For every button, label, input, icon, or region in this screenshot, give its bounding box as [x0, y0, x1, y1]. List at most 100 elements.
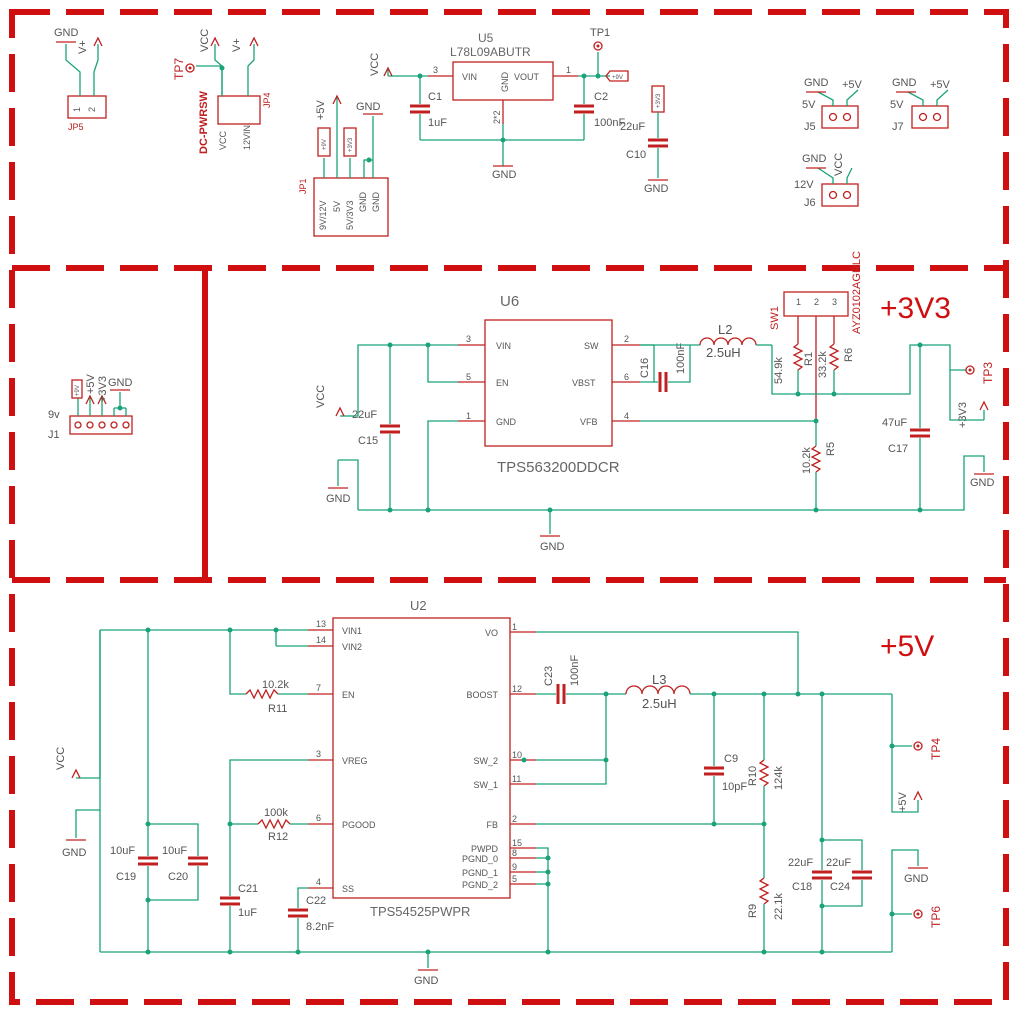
u2-pin-name: PGOOD — [342, 820, 376, 830]
svg-text:GND: GND — [62, 847, 87, 859]
svg-text:2: 2 — [87, 107, 97, 112]
svg-text:J5: J5 — [804, 121, 816, 133]
svg-text:8.2nF: 8.2nF — [306, 921, 334, 933]
svg-text:C18: C18 — [792, 881, 812, 893]
j1-connector: +9V +5V +3V3 GND 9v J1 — [48, 373, 133, 441]
svg-text:9v: 9v — [48, 409, 60, 421]
svg-text:1: 1 — [566, 65, 571, 75]
u6-buck-converter: U6 TPS563200DDCR VIN EN GND SW VBST VFB … — [458, 293, 640, 476]
svg-text:R6: R6 — [843, 348, 855, 362]
svg-text:100nF: 100nF — [569, 655, 581, 686]
tp1-ref: TP1 — [590, 27, 610, 39]
svg-text:2: 2 — [814, 297, 819, 307]
svg-text:VIN: VIN — [496, 341, 511, 351]
svg-text:VFB: VFB — [580, 417, 598, 427]
svg-text:GND: GND — [492, 169, 517, 181]
svg-text:+9V: +9V — [322, 139, 328, 150]
svg-text:VCC: VCC — [833, 153, 845, 176]
svg-text:1uF: 1uF — [428, 117, 447, 129]
svg-text:12V: 12V — [794, 179, 814, 191]
svg-text:GND: GND — [358, 192, 368, 213]
svg-text:2.5uH: 2.5uH — [706, 345, 741, 360]
svg-text:J6: J6 — [804, 197, 816, 209]
svg-text:12VIN: 12VIN — [242, 125, 252, 150]
svg-text:GND: GND — [414, 975, 439, 987]
svg-text:2: 2 — [624, 334, 629, 344]
svg-text:C21: C21 — [238, 883, 258, 895]
svg-text:47uF: 47uF — [882, 417, 907, 429]
svg-text:J1: J1 — [48, 429, 60, 441]
svg-text:1: 1 — [466, 411, 471, 421]
u2-pin-number: 3 — [316, 749, 321, 759]
u2-pin-name: VIN1 — [342, 626, 362, 636]
svg-text:+5V: +5V — [897, 791, 909, 812]
svg-text:VCC: VCC — [315, 385, 327, 408]
u2-pin-name: SW_2 — [473, 756, 498, 766]
svg-text:V+: V+ — [231, 38, 243, 52]
svg-text:L2: L2 — [718, 322, 732, 337]
svg-text:1: 1 — [796, 297, 801, 307]
j7-connector: GND +5V 5V J7 — [890, 77, 951, 133]
section-frames — [9, 9, 1009, 1005]
svg-text:22uF: 22uF — [620, 121, 645, 133]
svg-text:EN: EN — [496, 378, 509, 388]
svg-text:SW1: SW1 — [769, 306, 781, 330]
u2-ref: U2 — [410, 598, 427, 613]
u2-pin-name: PWPD — [471, 844, 499, 854]
svg-text:GND: GND — [904, 873, 929, 885]
svg-text:100k: 100k — [264, 807, 288, 819]
u2-pin-number: 13 — [316, 619, 326, 629]
u6-wiring: GND VCC 22uF C15 GND C16 100nF L2 2.5uH — [315, 251, 995, 553]
c10-capacitor: +3V3 22uF C10 GND — [620, 85, 669, 195]
u2-pin-number: 11 — [512, 774, 521, 784]
svg-text:GND: GND — [892, 77, 917, 89]
svg-text:C9: C9 — [724, 753, 738, 765]
u2-pin-number: 12 — [512, 684, 522, 694]
svg-text:5V: 5V — [890, 99, 904, 111]
svg-text:GND: GND — [804, 77, 829, 89]
svg-text:+3V3: +3V3 — [656, 93, 662, 108]
jp5-ref: JP5 — [68, 122, 84, 132]
u2-buck-converter: U2 TPS54525PWPR — [332, 598, 511, 919]
svg-text:2*2: 2*2 — [492, 110, 502, 124]
svg-text:+5V: +5V — [842, 79, 863, 91]
svg-text:33.2k: 33.2k — [817, 351, 829, 378]
svg-text:9V/12V: 9V/12V — [318, 200, 328, 230]
svg-text:C17: C17 — [888, 443, 908, 455]
svg-text:4: 4 — [624, 411, 629, 421]
u2-pin-name: PGND_0 — [462, 854, 498, 864]
svg-text:VIN: VIN — [462, 72, 477, 82]
u2-pin-number: 1 — [512, 622, 517, 632]
svg-text:+3V3: +3V3 — [957, 402, 969, 428]
svg-text:GND: GND — [540, 541, 565, 553]
svg-text:10.2k: 10.2k — [262, 679, 289, 691]
u2-pin-number: 10 — [512, 750, 522, 760]
svg-text:+3V3: +3V3 — [97, 376, 109, 402]
u5-ref: U5 — [478, 31, 494, 45]
j6-connector: GND VCC 12V J6 — [794, 153, 859, 209]
u2-pin-name: VIN2 — [342, 642, 362, 652]
svg-text:10uF: 10uF — [110, 845, 135, 857]
svg-text:10pF: 10pF — [722, 781, 747, 793]
svg-text:JP4: JP4 — [262, 92, 272, 108]
svg-text:100nF: 100nF — [675, 343, 687, 374]
svg-text:C22: C22 — [306, 895, 326, 907]
u2-pin-name: BOOST — [466, 690, 498, 700]
u5-part: L78L09ABUTR — [450, 45, 531, 59]
svg-text:SW: SW — [584, 341, 599, 351]
svg-text:L3: L3 — [652, 672, 666, 687]
u2-pin-number: 15 — [512, 838, 522, 848]
jp5-gnd-label: GND — [54, 27, 79, 39]
svg-text:GND: GND — [108, 377, 133, 389]
svg-text:C24: C24 — [830, 881, 850, 893]
svg-text:GND: GND — [356, 101, 381, 113]
u2-pin-number: 9 — [512, 862, 517, 872]
svg-text:AYZ0102AGRLC: AYZ0102AGRLC — [851, 251, 863, 334]
svg-text:VCC: VCC — [218, 130, 228, 150]
section-label-3v3: +3V3 — [880, 292, 951, 325]
svg-text:GND: GND — [970, 477, 995, 489]
u2-wiring: VCC GND 10uF C19 10uF C20 10.2k R11 C21 … — [55, 627, 943, 987]
jp5-connector: 1 2 JP5 GND V+ — [54, 27, 107, 132]
svg-text:124k: 124k — [773, 766, 785, 790]
